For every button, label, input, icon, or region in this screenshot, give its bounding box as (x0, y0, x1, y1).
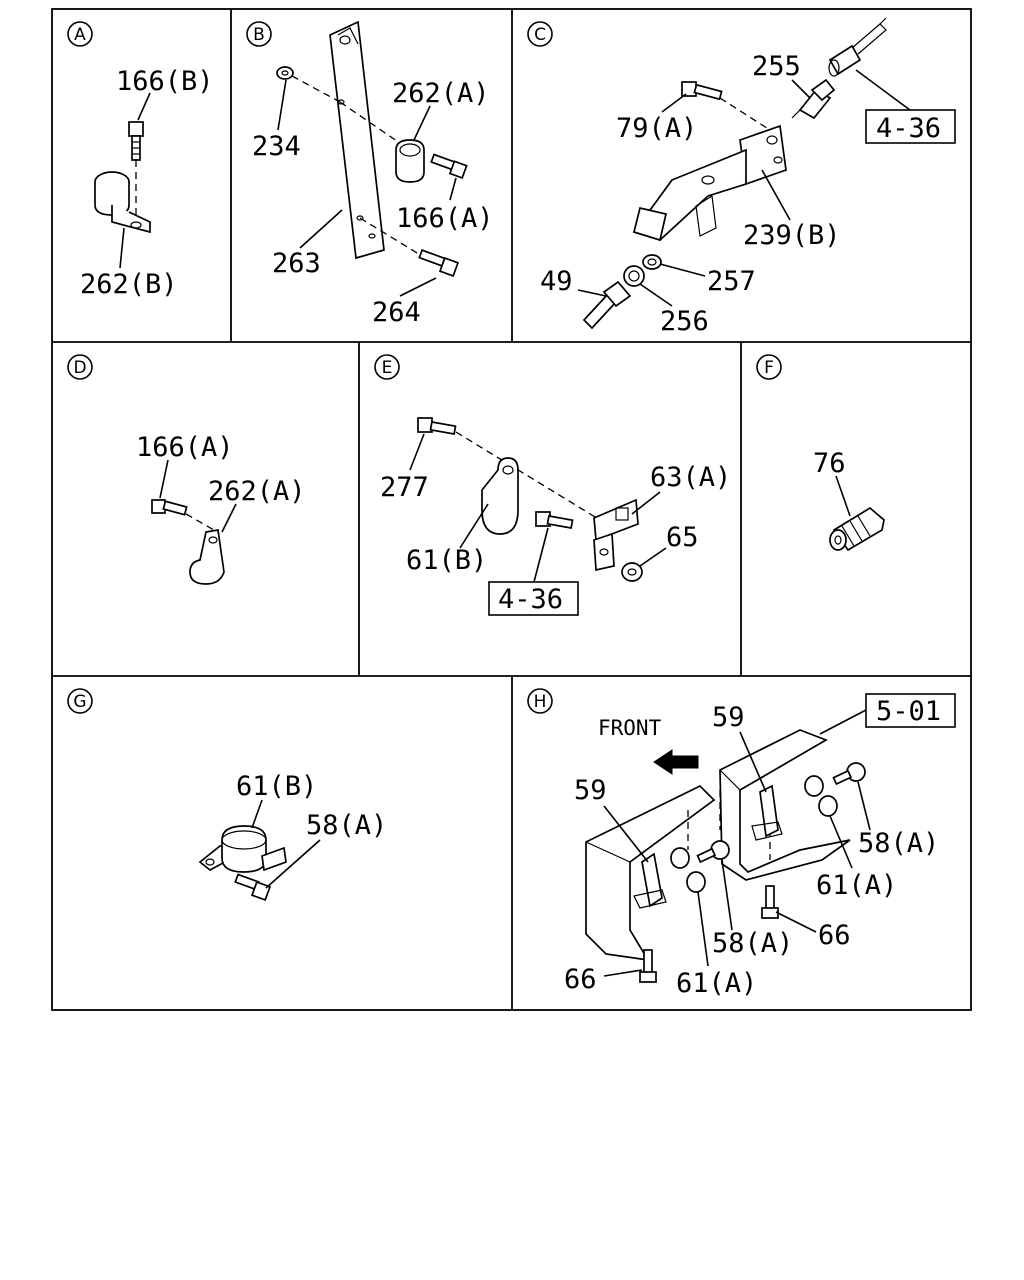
nut-icon (621, 562, 643, 582)
panel-letter-circle (246, 21, 272, 47)
panel-letter-circle (67, 688, 93, 714)
label-front: FRONT (598, 716, 662, 740)
panel-letter-circle (527, 688, 553, 714)
nut-icon (623, 265, 645, 287)
bolt-icon (761, 885, 779, 919)
bracket-icon (751, 784, 783, 841)
label-49: 49 (540, 266, 573, 297)
clamp-icon (94, 171, 151, 234)
bolt-icon (418, 249, 460, 278)
panel-letter-b: B (253, 25, 265, 45)
clamp-icon (481, 457, 519, 535)
label-166a: 166(A) (136, 432, 234, 463)
panel-letter-circle (527, 21, 553, 47)
panel-letter-circle (374, 354, 400, 380)
panel-letter-h: H (534, 692, 547, 712)
panel-letter-a: A (74, 25, 86, 45)
label-262b: 262(B) (80, 269, 178, 300)
label-264: 264 (372, 297, 421, 328)
label-58a: 58(A) (306, 810, 387, 841)
label-ref-5-01: 5-01 (876, 696, 941, 727)
panel-d: D 166(A) 262(A) (67, 354, 306, 585)
fitting-icon (791, 78, 836, 120)
label-263: 263 (272, 248, 321, 279)
bolt-icon (417, 417, 457, 436)
bolt-icon (430, 153, 468, 180)
ref-box (488, 581, 579, 616)
washer-icon (642, 254, 662, 270)
label-65: 65 (666, 522, 699, 553)
label-277: 277 (380, 472, 429, 503)
panel-letter-circle (67, 354, 93, 380)
label-262a: 262(A) (392, 78, 490, 109)
label-59-right: 59 (712, 702, 745, 733)
clip-icon (670, 847, 706, 893)
label-58a-right: 58(A) (858, 828, 939, 859)
label-61a-left: 61(A) (676, 968, 757, 999)
label-61a-right: 61(A) (816, 870, 897, 901)
panel-g: G 61(B) 58(A) (67, 688, 387, 902)
label-262a: 262(A) (208, 476, 306, 507)
grease-nipple-icon (829, 506, 885, 552)
panel-f: F 76 (756, 354, 885, 552)
panel-e: E 277 63(A) 61(B) 65 (374, 354, 731, 616)
bracket-icon (593, 498, 639, 572)
panel-h: H FRONT (527, 688, 956, 999)
label-255: 255 (752, 51, 801, 82)
nipple-icon (582, 280, 632, 330)
clamp-icon (189, 529, 225, 585)
clamp-icon (395, 139, 425, 183)
bolt-icon (535, 511, 574, 530)
label-59-left: 59 (574, 775, 607, 806)
bracket-icon (632, 124, 787, 242)
label-234: 234 (252, 131, 301, 162)
bracket-icon (633, 852, 667, 909)
bolt-icon (234, 873, 272, 902)
bolt-icon (639, 949, 657, 983)
label-76: 76 (813, 448, 846, 479)
label-63a: 63(A) (650, 462, 731, 493)
panel-a: A 166(B) 262(B) (67, 21, 214, 300)
ref-box (865, 109, 956, 144)
label-66-left: 66 (564, 964, 597, 995)
label-79a: 79(A) (616, 113, 697, 144)
label-166a: 166(A) (396, 203, 494, 234)
label-ref-4-36: 4-36 (498, 584, 563, 615)
label-166b: 166(B) (116, 66, 214, 97)
bracket-plate-icon (329, 20, 385, 260)
label-61b: 61(B) (406, 545, 487, 576)
frame-rail-icon (585, 729, 851, 962)
panel-letter-e: E (382, 358, 393, 378)
clip-icon (804, 775, 838, 817)
front-arrow-icon (653, 749, 699, 775)
panel-frames (51, 8, 972, 1011)
panel-letter-c: C (534, 25, 546, 45)
panel-letter-circle (67, 21, 93, 47)
panel-letter-f: F (764, 358, 774, 378)
label-ref-4-36: 4-36 (876, 113, 941, 144)
bolt-icon (832, 762, 866, 786)
nut-icon (276, 66, 294, 80)
label-239b: 239(B) (743, 220, 841, 251)
cable-icon (828, 17, 887, 77)
clamp-icon (198, 825, 287, 873)
label-256: 256 (660, 306, 709, 337)
label-58a-left: 58(A) (712, 928, 793, 959)
panel-letter-g: G (73, 692, 86, 712)
bolt-icon (696, 840, 730, 864)
bolt-icon (128, 121, 144, 161)
panel-b: B 262(A (246, 20, 494, 328)
panel-c: C (527, 17, 956, 337)
bolt-icon (151, 499, 188, 516)
label-257: 257 (707, 266, 756, 297)
label-61b: 61(B) (236, 771, 317, 802)
bolt-icon (681, 81, 723, 101)
panel-letter-d: D (73, 358, 86, 378)
label-66-right: 66 (818, 920, 851, 951)
panel-letter-circle (756, 354, 782, 380)
